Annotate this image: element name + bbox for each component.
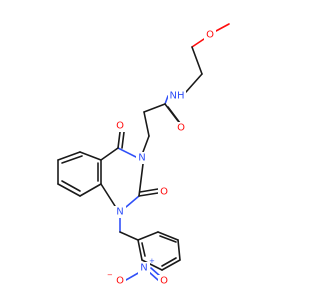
bond-c4-o4: [117, 131, 121, 149]
bond-ar-6-double: [141, 242, 146, 257]
bond-n-o-right-double: [150, 267, 161, 277]
bond-ch2-ch2: [143, 111, 150, 137]
bond-n-o-left: [125, 271, 141, 281]
ring-n3-label: N: [138, 153, 145, 164]
bond-benzo-2: [57, 151, 81, 161]
carbonyl-o4-label: O: [116, 121, 124, 132]
bond-ar-4-double: [161, 257, 177, 267]
bond-ar-4: [161, 259, 181, 271]
atom-labels: O NH O N N O O N + O − O: [107, 29, 216, 287]
bond-benzo-2-double: [61, 155, 83, 164]
bond-ch2-aryl: [119, 231, 139, 241]
bond-n1-c2: [125, 195, 140, 208]
bond-benzo-5: [79, 183, 102, 197]
methoxy-oxygen-label: O: [206, 30, 214, 41]
bond-benzo-4: [57, 183, 81, 197]
bond-nh-c: [164, 95, 169, 105]
bond-c8a-n1: [100, 183, 116, 207]
bond-ar-1: [137, 231, 159, 241]
bond-c4-o4-double: [121, 131, 125, 149]
bond-benzo-4-double: [61, 180, 81, 192]
bond-ar-3: [177, 239, 181, 261]
bond-n3-c4: [117, 147, 137, 158]
bond-ar-5: [141, 259, 163, 271]
bond-ar-2: [157, 231, 179, 241]
bond-ar-2-double: [159, 235, 177, 243]
ring-n1-label: N: [116, 207, 123, 218]
nitro-oxygen-left-label: O: [116, 276, 124, 287]
bond-c-o-double: [167, 106, 181, 124]
chemical-structure: O NH O N N O O N + O − O: [57, 23, 230, 287]
amide-nh-label: NH: [170, 91, 185, 102]
nitro-nitrogen-label: N: [140, 263, 147, 274]
amide-oxygen-label: O: [177, 123, 185, 134]
bond-c4-c4a: [100, 147, 119, 161]
nitro-minus-charge: −: [107, 271, 113, 279]
nitro-oxygen-right-label: O: [160, 276, 168, 287]
bond-c2-o2: [138, 192, 159, 197]
nitro-plus-charge: +: [149, 257, 155, 265]
bond-chain-2: [185, 73, 203, 93]
bond-ar-6: [137, 239, 143, 261]
bond-o-ch2: [191, 38, 205, 48]
bond-c-ch2: [143, 103, 166, 113]
bond-c2-n3: [138, 163, 144, 197]
bond-ch2-n3: [142, 135, 150, 153]
bond-c2-o2-double: [139, 188, 159, 193]
bond-benzo-1: [79, 151, 102, 161]
bond-methyl-o: [215, 23, 230, 32]
carbonyl-o2-label: O: [160, 187, 168, 198]
bond-chain-1: [191, 46, 203, 75]
bond-lines: [57, 23, 230, 281]
bond-n-o-right: [148, 271, 159, 281]
